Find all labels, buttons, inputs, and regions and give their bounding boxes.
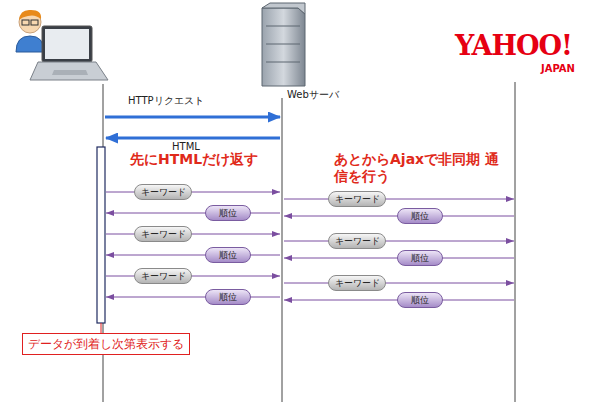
- logo-text: YAHOO!: [455, 30, 572, 61]
- user-glasses: [31, 20, 38, 25]
- message-name: HTTPリクエスト: [128, 94, 204, 108]
- user-glasses: [22, 20, 29, 25]
- message-arrow: [106, 192, 280, 193]
- message-label: 順位: [219, 293, 237, 302]
- server-box: [262, 8, 305, 86]
- activation-bar: [97, 147, 105, 323]
- user-hair: [19, 10, 41, 20]
- message-arrow: [284, 241, 514, 242]
- keyword-pill: キーワード: [328, 191, 386, 207]
- message-name: HTML: [172, 141, 200, 152]
- note-text: データが到着し次第表示する: [28, 336, 184, 353]
- rank-pill: 順位: [205, 289, 251, 305]
- rank-pill: 順位: [205, 247, 251, 263]
- logo-text: JAPAN: [541, 63, 575, 74]
- message-label: 順位: [219, 251, 237, 260]
- user-icon: [16, 10, 44, 52]
- message-label: 順位: [411, 254, 429, 263]
- rank-pill: 順位: [205, 205, 251, 221]
- response-arrow: [106, 137, 280, 140]
- laptop-icon: [30, 26, 108, 80]
- server-slot: [266, 62, 300, 63]
- message-label: 順位: [411, 212, 429, 221]
- message-label: キーワード: [141, 188, 186, 197]
- laptop-display: [45, 29, 89, 59]
- lifeline: [282, 98, 283, 402]
- leader-line: [101, 323, 102, 333]
- keyword-pill: キーワード: [134, 226, 192, 242]
- keyword-pill: キーワード: [134, 268, 192, 284]
- message-label: 順位: [411, 296, 429, 305]
- annotation: あとからAjaxで非同期 通信を行う: [334, 151, 502, 185]
- laptop-base: [30, 62, 108, 80]
- message-arrow: [284, 199, 514, 200]
- laptop-screen: [42, 26, 92, 62]
- user-body: [16, 36, 44, 52]
- rank-pill: 順位: [397, 250, 443, 266]
- server-icon: [262, 3, 305, 86]
- ajax-arrows: [106, 192, 514, 300]
- message-arrow: [106, 276, 280, 277]
- message-arrow: [106, 297, 280, 298]
- keyword-pill: キーワード: [328, 275, 386, 291]
- request-arrow: [105, 116, 280, 119]
- message-arrow: [106, 255, 280, 256]
- message-label: 順位: [219, 209, 237, 218]
- note-box: データが到着し次第表示する: [22, 333, 190, 355]
- message-label: キーワード: [335, 195, 380, 204]
- server-slot: [266, 44, 300, 45]
- annotation: 先にHTMLだけ返す: [130, 151, 258, 169]
- message-label: キーワード: [141, 230, 186, 239]
- message-label: キーワード: [335, 237, 380, 246]
- message-arrow: [106, 213, 280, 214]
- lifeline: [515, 82, 516, 402]
- keyword-pill: キーワード: [328, 233, 386, 249]
- server-name: Webサーバ: [287, 88, 339, 102]
- message-label: キーワード: [141, 272, 186, 281]
- message-label: キーワード: [335, 279, 380, 288]
- server-top: [262, 3, 305, 14]
- message-arrow: [284, 283, 514, 284]
- laptop-pad: [52, 70, 88, 75]
- server-slot: [266, 26, 300, 27]
- message-arrow: [106, 234, 280, 235]
- rank-pill: 順位: [397, 208, 443, 224]
- keyword-pill: キーワード: [134, 184, 192, 200]
- rank-pill: 順位: [397, 292, 443, 308]
